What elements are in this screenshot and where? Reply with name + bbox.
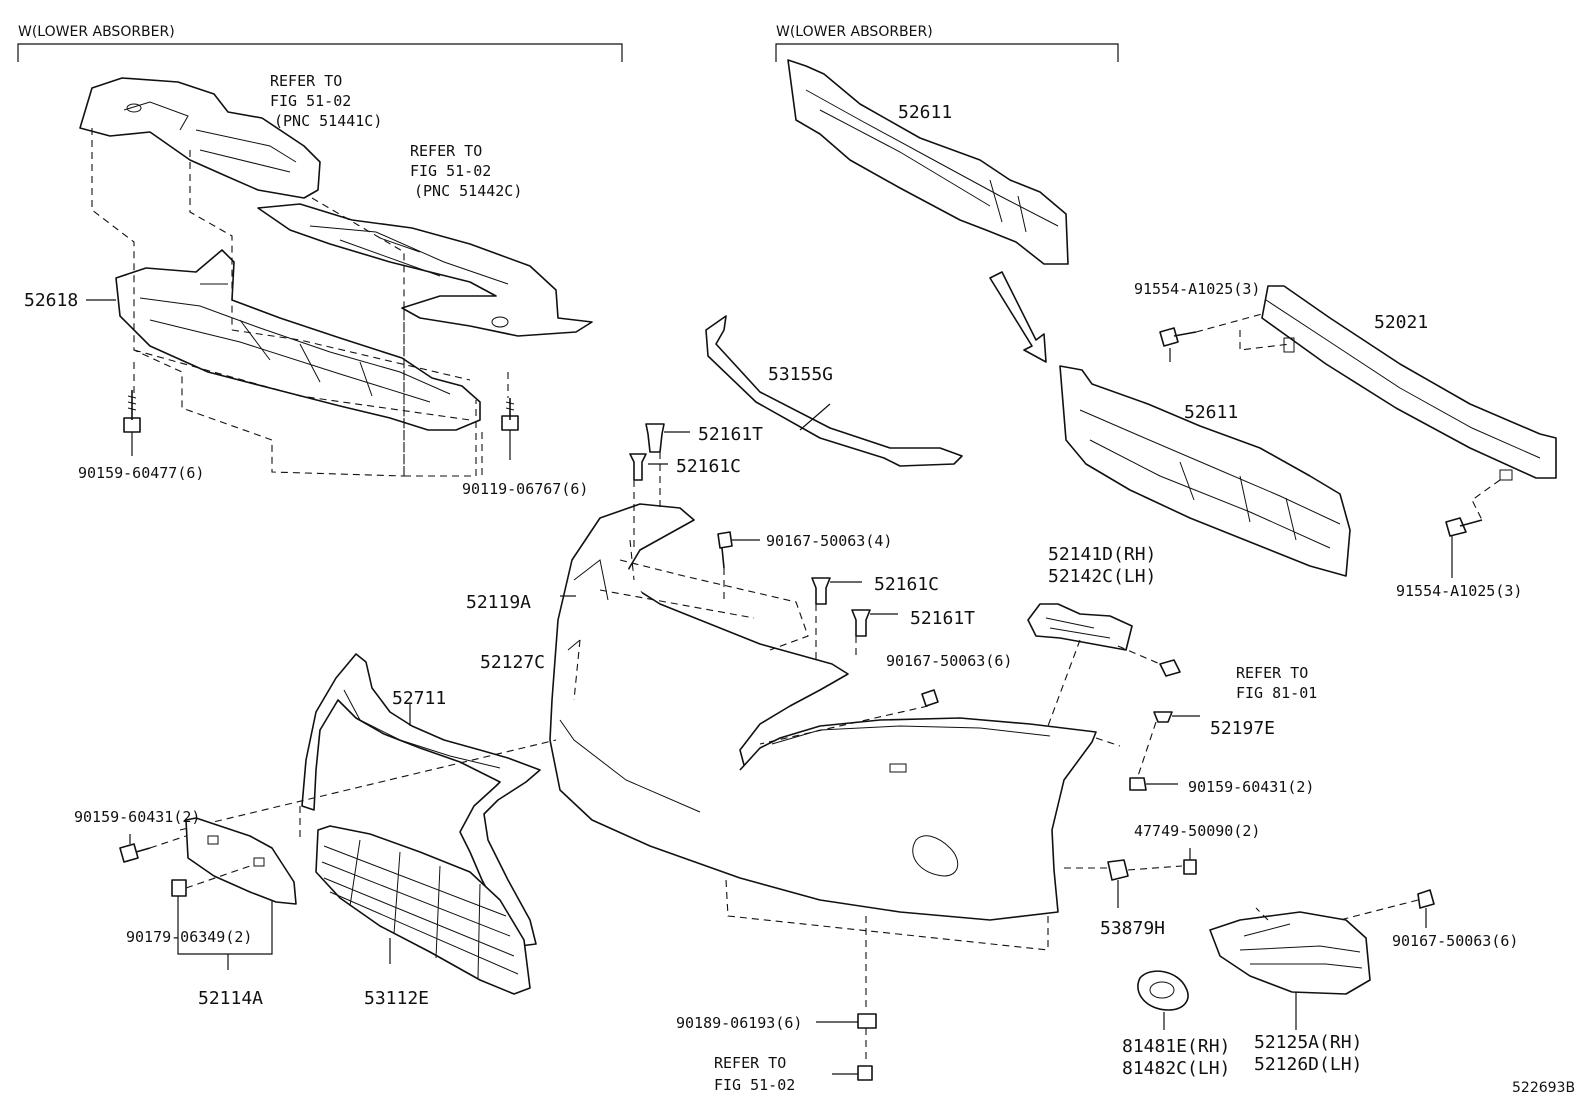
bolt-ref-81-01-icon [1159,659,1181,677]
clip-90189-icon [816,1013,877,1029]
screw-90159-r-icon [1129,777,1178,791]
label-52126D: 52126D(LH) [1254,1054,1362,1075]
ref-fig-81-01: REFER TO FIG 81-01 [1236,664,1317,702]
label-90189: 90189-06193(6) [676,1014,802,1032]
part-81481E-fog-cover [1137,970,1189,1011]
part-52125A-duct [1209,911,1371,995]
label-91554-lower: 91554-A1025(3) [1396,582,1522,600]
label-52127C: 52127C [480,652,545,673]
bolt-90167-6b-icon [1417,889,1435,909]
label-90119-06767: 90119-06767(6) [462,480,588,498]
part-52611-lower [1059,365,1351,577]
label-52197E: 52197E [1210,718,1275,739]
label-90179: 90179-06349(2) [126,928,252,946]
label-90159-60477: 90159-60477(6) [78,464,204,482]
label-91554-upper: 91554-A1025(3) [1134,280,1260,298]
label-47749: 47749-50090(2) [1134,822,1260,840]
label-52618: 52618 [24,290,78,311]
part-52141D-retainer [1027,603,1133,651]
clip-52197E-icon [1153,711,1200,723]
header-right-text: W(LOWER ABSORBER) [776,24,933,40]
part-53155G-molding [705,315,963,467]
ref-fig-51-02-b: REFER TO FIG 51-02 (PNC 51442C) [410,142,522,200]
label-52711: 52711 [392,688,446,709]
ref-text: (PNC 51441C) [274,112,382,130]
label-52161T-a: 52161T [698,424,763,445]
figure-id: 522693B [1512,1080,1575,1096]
bolt-90167-4-icon [717,531,760,569]
bolt-90159-l-icon [119,843,151,863]
label-52161C-a: 52161C [676,456,741,477]
ref-text: FIG 51-02 [410,162,491,180]
header-bracket-left: W(LOWER ABSORBER) [17,24,623,62]
label-52141D: 52141D(RH) [1048,544,1156,565]
clip-52161C-b-icon [811,577,862,605]
label-52142C: 52142C(LH) [1048,566,1156,587]
header-left-text: W(LOWER ABSORBER) [18,24,175,40]
ref-text: (PNC 51442C) [414,182,522,200]
bolt-91554-lower-icon [1445,517,1483,537]
engine-undercover-upper [79,77,321,199]
ref-text: REFER TO [410,142,482,160]
bolt-90159-60477-icon [123,390,141,433]
label-81482C: 81482C(LH) [1122,1058,1230,1079]
part-52114A-bracket [185,817,297,905]
ref-text: FIG 51-02 [714,1076,795,1094]
label-52119A: 52119A [466,592,531,613]
ref-fig-51-02-a: REFER TO FIG 51-02 (PNC 51441C) [270,72,382,130]
label-90167-6a: 90167-50063(6) [886,652,1012,670]
ref-text: REFER TO [270,72,342,90]
part-53112E-lower-grille [315,825,531,995]
label-52611-lower: 52611 [1184,402,1238,423]
ref-text: FIG 51-02 [270,92,351,110]
engine-undercover-rear [257,203,593,337]
clip-52161T-a-icon [645,423,690,453]
label-52114A: 52114A [198,988,263,1009]
clip-52161T-b-icon [851,609,898,637]
header-bracket-right: W(LOWER ABSORBER) [775,24,1119,62]
label-90159-60431-r: 90159-60431(2) [1188,778,1314,796]
clip-ref-51-02-icon [832,1065,873,1081]
bolt-90119-06767-icon [501,398,519,431]
screw-47749-icon [1183,859,1197,875]
ref-text: REFER TO [714,1054,786,1072]
label-52611-upper: 52611 [898,102,952,123]
bolt-91554-upper-icon [1159,327,1197,347]
clip-53879H-icon [1107,859,1129,881]
ref-fig-51-02-c: REFER TO FIG 51-02 [714,1054,795,1094]
label-52021: 52021 [1374,312,1428,333]
bolt-90167-6a-icon [921,689,939,707]
guides-upper-left [91,128,509,477]
label-52161C-b: 52161C [874,574,939,595]
label-52161T-b: 52161T [910,608,975,629]
label-90159-60431-l: 90159-60431(2) [74,808,200,826]
part-52119A-bumper-cover [549,503,1097,921]
label-90167-4: 90167-50063(4) [766,532,892,550]
ref-text: REFER TO [1236,664,1308,682]
part-52711-grille-frame [301,653,541,947]
label-53155G: 53155G [768,364,833,385]
nut-90179-icon [171,879,187,897]
arrow-icon [989,271,1047,363]
part-52611-upper [787,59,1069,265]
label-53112E: 53112E [364,988,429,1009]
ref-text: FIG 81-01 [1236,684,1317,702]
label-53879H: 53879H [1100,918,1165,939]
label-81481E: 81481E(RH) [1122,1036,1230,1057]
label-52125A: 52125A(RH) [1254,1032,1362,1053]
clip-52161C-a-icon [629,453,668,481]
part-52021-reinforcement [1261,285,1557,481]
label-90167-6b: 90167-50063(6) [1392,932,1518,950]
